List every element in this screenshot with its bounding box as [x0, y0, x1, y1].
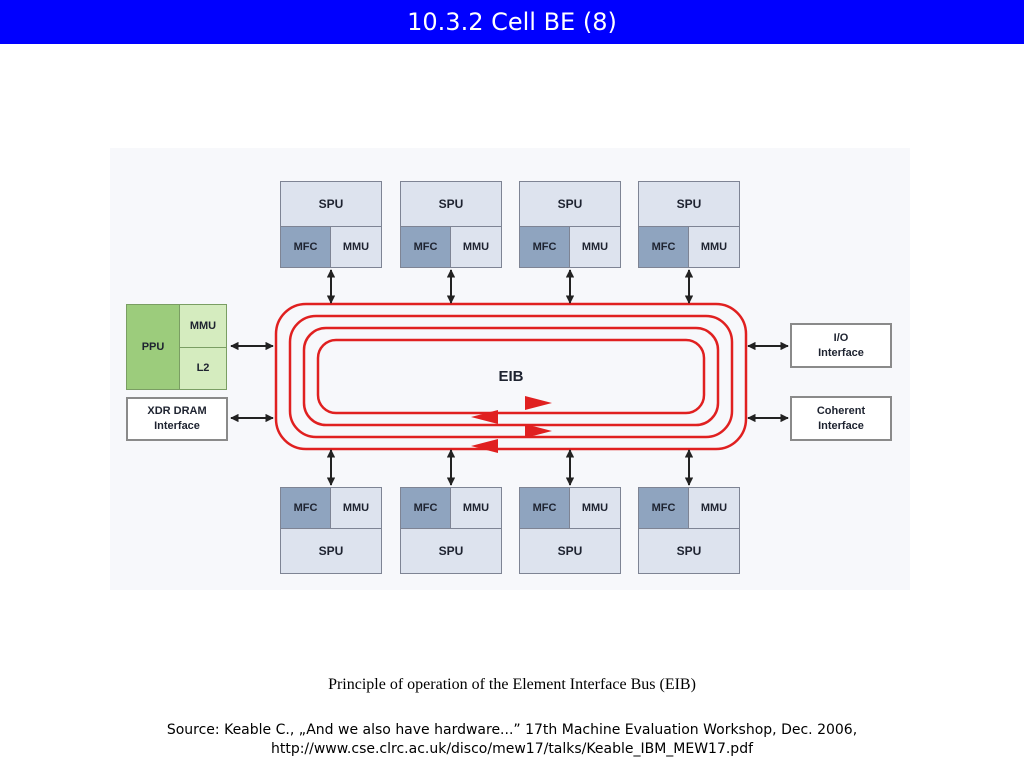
bottom-unit-3-mfc: MFC [519, 487, 570, 529]
top-unit-4-mfc: MFC [638, 226, 689, 268]
coherent-interface: Coherent Interface [790, 396, 892, 441]
source-citation: Source: Keable C., „And we also have har… [0, 721, 1024, 759]
top-unit-1-mmu: MMU [330, 226, 382, 268]
eib-arrow-right-upper [525, 396, 552, 410]
source-line-2: http://www.cse.clrc.ac.uk/disco/mew17/ta… [270, 741, 754, 757]
ppu-block: PPU [126, 304, 180, 390]
bottom-unit-3-spu: SPU [519, 528, 621, 574]
top-unit-3-mmu: MMU [569, 226, 621, 268]
bottom-unit-3-mmu: MMU [569, 487, 621, 529]
eib-ring-2 [288, 314, 734, 439]
bottom-unit-4-spu: SPU [638, 528, 740, 574]
source-line-1: Source: Keable C., „And we also have har… [166, 722, 858, 738]
top-unit-2-mmu: MMU [450, 226, 502, 268]
bottom-unit-1-spu: SPU [280, 528, 382, 574]
eib-ring-1 [274, 302, 748, 451]
eib-rings-and-links [230, 269, 789, 486]
bottom-unit-1-mmu: MMU [330, 487, 382, 529]
eib-arrow-right-lower [525, 424, 552, 438]
eib-label: EIB [498, 367, 524, 385]
xdr-line2: Interface [154, 420, 200, 432]
coherent-line1: Coherent [816, 404, 866, 417]
bottom-unit-2-mfc: MFC [400, 487, 451, 529]
xdr-dram-interface: XDR DRAM Interface [126, 397, 228, 441]
bottom-unit-4-mfc: MFC [638, 487, 689, 529]
top-unit-2-mfc: MFC [400, 226, 451, 268]
io-line1: I/O [833, 331, 849, 344]
figure-caption: Principle of operation of the Element In… [328, 676, 696, 693]
cell-be-diagram: SPU MFC MMU SPU MFC MMU SPU MFC MMU SPU … [110, 148, 910, 590]
coherent-line2: Interface [818, 419, 864, 432]
ppu-l2-block: L2 [179, 347, 227, 390]
eib-ring-4 [316, 338, 706, 415]
eib-arrow-left-lower [471, 439, 498, 453]
eib-ring-3 [302, 326, 720, 427]
io-interface: I/O Interface [790, 323, 892, 368]
eib-arrow-left-upper [471, 410, 498, 424]
xdr-line1: XDR DRAM [147, 405, 207, 417]
bottom-unit-4-mmu: MMU [688, 487, 740, 529]
top-unit-1-mfc: MFC [280, 226, 331, 268]
bottom-unit-2-mmu: MMU [450, 487, 502, 529]
bottom-unit-2-spu: SPU [400, 528, 502, 574]
slide-title: 10.3.2 Cell BE (8) [0, 0, 1024, 44]
top-unit-4-spu: SPU [638, 181, 740, 227]
top-unit-3-mfc: MFC [519, 226, 570, 268]
top-unit-2-spu: SPU [400, 181, 502, 227]
top-unit-1-spu: SPU [280, 181, 382, 227]
io-line2: Interface [818, 346, 864, 359]
top-unit-3-spu: SPU [519, 181, 621, 227]
bottom-unit-1-mfc: MFC [280, 487, 331, 529]
ppu-mmu-block: MMU [179, 304, 227, 348]
top-unit-4-mmu: MMU [688, 226, 740, 268]
